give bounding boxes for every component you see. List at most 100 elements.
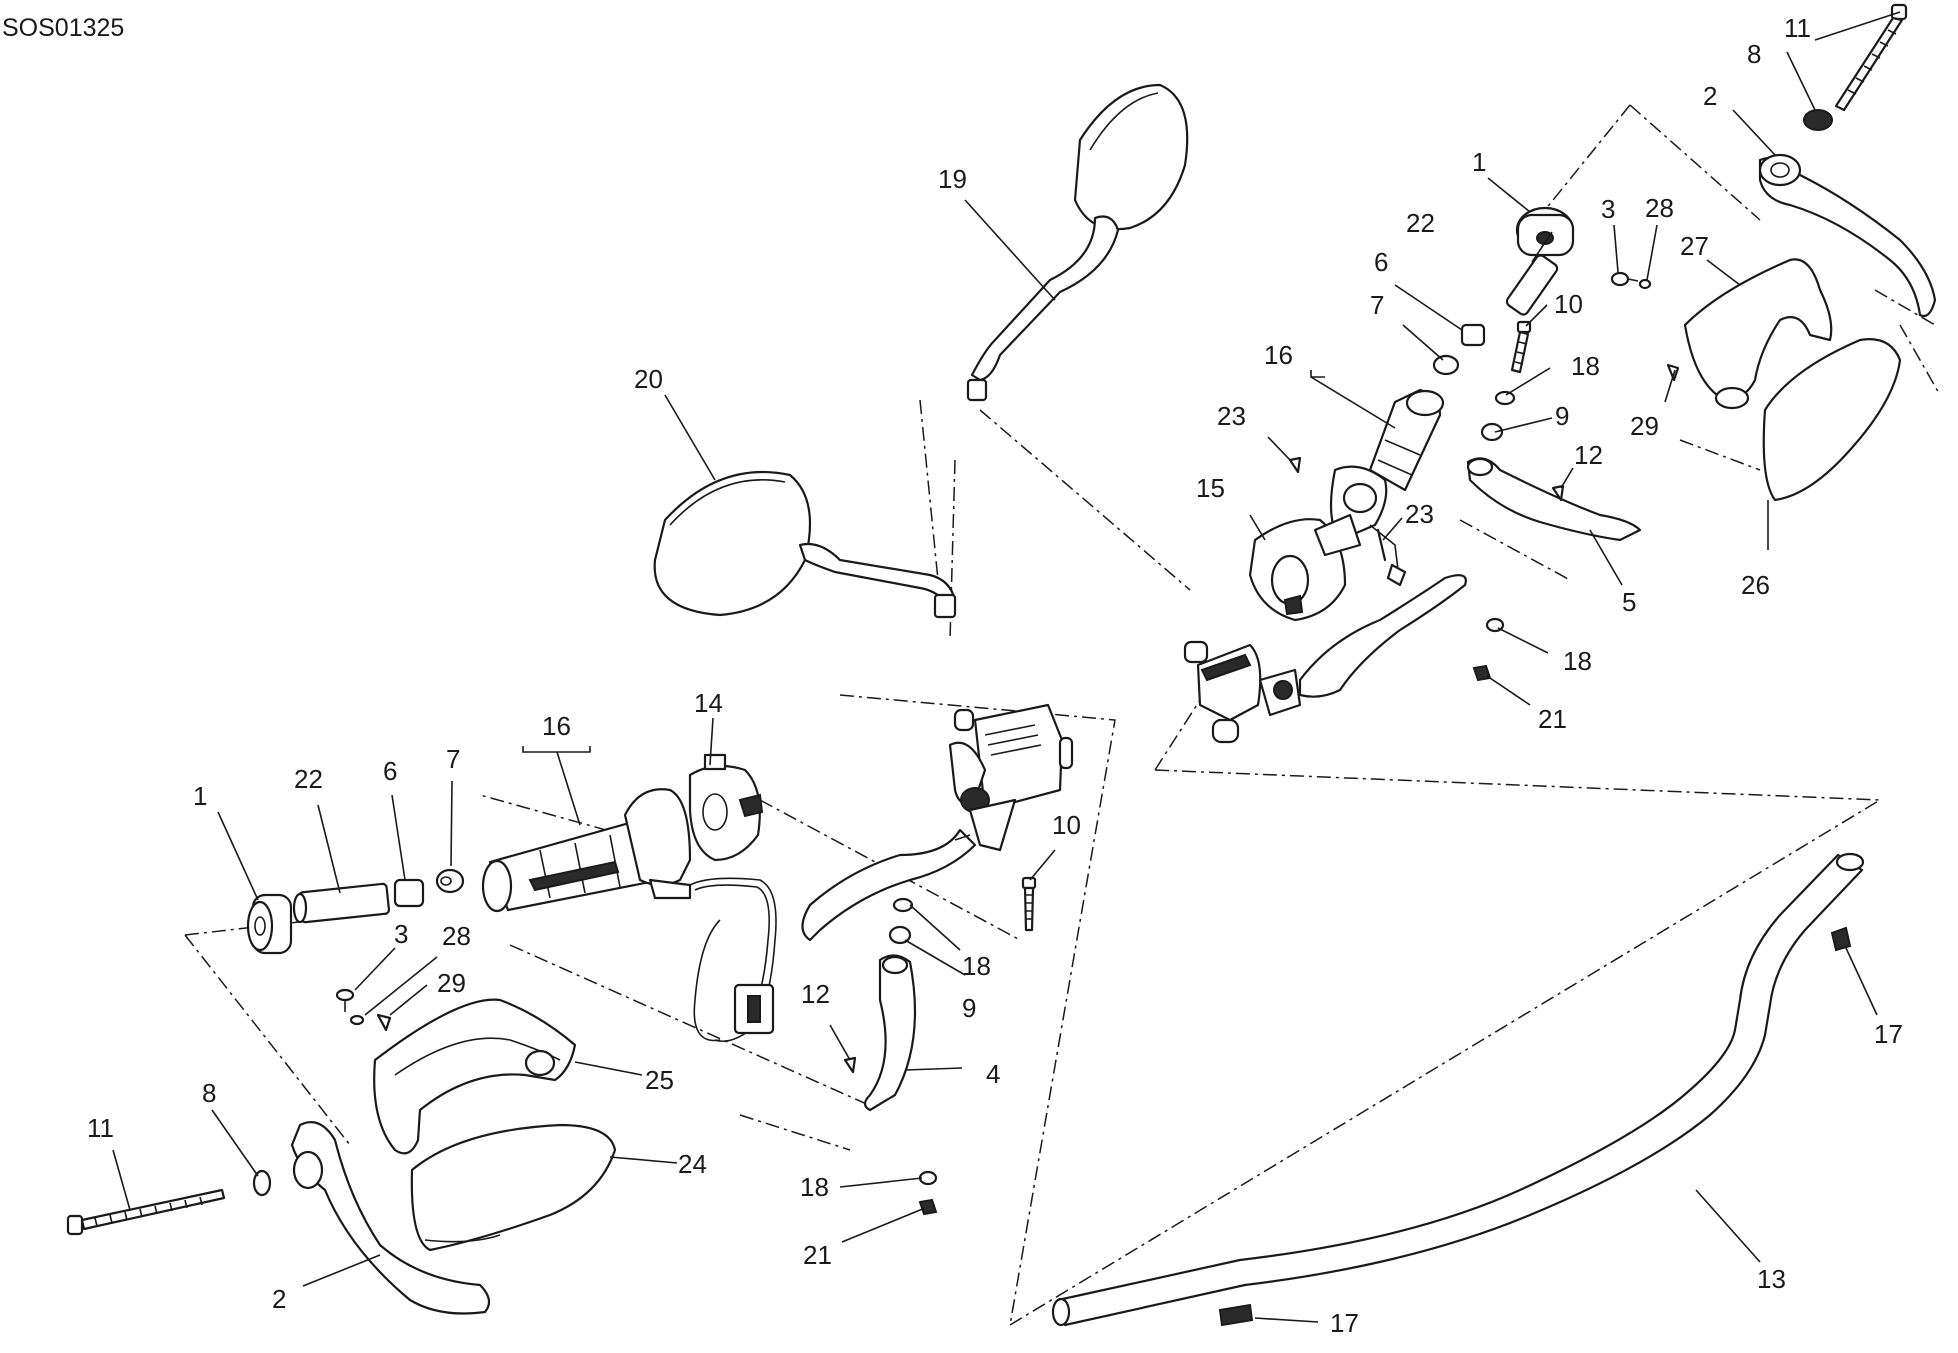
right-grip-assembly — [966, 3, 1937, 1327]
clutch-master-cylinder — [1183, 640, 1302, 744]
callout-18a-left: 18 — [962, 951, 991, 981]
callout-28-left: 28 — [442, 921, 471, 951]
callout-10-right: 10 — [1554, 289, 1583, 319]
clip-17-upper — [1830, 926, 1852, 952]
leader-lines — [112, 11, 1901, 1323]
screws-left — [335, 988, 392, 1032]
handguard-left — [373, 998, 577, 1155]
bracket-4-left — [863, 954, 917, 1112]
callout-25-left: 25 — [645, 1065, 674, 1095]
callout-1-right: 1 — [1472, 147, 1486, 177]
spacer-tube-right — [1505, 254, 1559, 316]
callout-26-right: 26 — [1741, 570, 1770, 600]
callout-12-right: 12 — [1574, 440, 1603, 470]
grip-right — [1368, 388, 1445, 492]
screw-23a-right — [1288, 456, 1302, 474]
callout-19-right: 19 — [938, 164, 967, 194]
callout-23b-right: 23 — [1405, 499, 1434, 529]
callout-12-left: 12 — [801, 979, 830, 1009]
callout-9-left: 9 — [962, 993, 976, 1023]
assembly-lines — [184, 104, 1941, 1326]
callout-3-left: 3 — [394, 919, 408, 949]
callout-18b-left: 18 — [800, 1172, 829, 1202]
bushing-right — [1460, 323, 1486, 347]
callout-16-right: 16 — [1264, 340, 1293, 370]
brake-master-cylinder — [948, 703, 1074, 852]
handguard-right — [1683, 258, 1833, 410]
bar-end-weight-right — [1515, 206, 1575, 257]
callout-10-left: 10 — [1052, 810, 1081, 840]
hand-shield-left — [410, 1123, 617, 1252]
callout-28-right: 28 — [1645, 193, 1674, 223]
handlebar — [1051, 852, 1865, 1327]
screw-12-left — [843, 1056, 857, 1074]
spacer-tube-left — [292, 882, 391, 924]
screws-right — [1610, 271, 1680, 382]
bolt-10-right — [1510, 320, 1532, 374]
callout-4-left: 4 — [986, 1059, 1000, 1089]
bolt-10-left — [1021, 876, 1037, 932]
callout-15-right: 15 — [1196, 473, 1225, 503]
nut-21-right — [1472, 664, 1492, 682]
bar-end-weight-left — [246, 893, 293, 955]
bushing-left — [393, 878, 425, 908]
callout-2-right: 2 — [1703, 81, 1717, 111]
callout-3-right: 3 — [1601, 194, 1615, 224]
callout-9-right: 9 — [1555, 401, 1569, 431]
callout-29-left: 29 — [437, 968, 466, 998]
callout-23a-right: 23 — [1217, 401, 1246, 431]
clip-right — [1432, 354, 1460, 376]
callout-17b-right: 17 — [1330, 1308, 1359, 1338]
callout-13-right: 13 — [1757, 1264, 1786, 1294]
callout-8-left: 8 — [202, 1078, 216, 1108]
lever-guard-right — [1758, 153, 1937, 318]
clutch-lever-right — [1298, 574, 1467, 698]
wiring-connector-left — [733, 983, 775, 1035]
mirror-right — [966, 83, 1189, 402]
callout-14-left: 14 — [694, 688, 723, 718]
washer-18-right — [1494, 390, 1516, 406]
washer-left — [252, 1169, 272, 1197]
brake-lever-left — [801, 828, 977, 942]
lever-guard-left — [290, 1121, 491, 1315]
callout-21-right: 21 — [1538, 704, 1567, 734]
callout-11-right: 11 — [1784, 13, 1811, 43]
screw-12-right — [1551, 484, 1565, 502]
washer-18-lower-left — [918, 1170, 938, 1186]
nut-21-left — [918, 1198, 938, 1216]
callout-17a-right: 17 — [1874, 1019, 1903, 1049]
callout-22-right: 22 — [1406, 208, 1435, 238]
callout-7-left: 7 — [446, 744, 460, 774]
callout-labels: 1 22 6 7 16 14 3 28 29 25 24 8 11 2 20 1… — [87, 13, 1903, 1338]
long-bolt-right — [1834, 3, 1908, 112]
callout-20-left: 20 — [634, 364, 663, 394]
mirror-left — [653, 470, 957, 619]
drawing-code: SOS01325 — [2, 14, 124, 42]
callout-21-left: 21 — [803, 1240, 832, 1270]
washer-9-left — [888, 925, 912, 945]
hand-shield-right — [1762, 338, 1902, 502]
throttle-housing-right — [1248, 465, 1407, 622]
callout-7-right: 7 — [1370, 290, 1384, 320]
callout-6-left: 6 — [383, 756, 397, 786]
callout-18b-right: 18 — [1563, 646, 1592, 676]
callout-29-right: 29 — [1630, 411, 1659, 441]
callout-6-right: 6 — [1374, 247, 1388, 277]
callout-1-left: 1 — [193, 781, 207, 811]
clip-left — [435, 868, 465, 894]
left-grip-assembly — [66, 470, 1074, 1315]
long-bolt-left — [66, 1188, 226, 1236]
bracket-5-right — [1466, 457, 1642, 542]
callout-2-left: 2 — [272, 1284, 286, 1314]
callout-18a-right: 18 — [1571, 351, 1600, 381]
clip-17-lower — [1218, 1303, 1254, 1327]
washer-right — [1803, 109, 1833, 131]
callout-22-left: 22 — [294, 764, 323, 794]
callout-16-left: 16 — [542, 711, 571, 741]
screw-23b-right — [1376, 528, 1387, 562]
callout-27-right: 27 — [1680, 231, 1709, 261]
callout-11-left: 11 — [87, 1113, 114, 1143]
callout-24-left: 24 — [678, 1149, 707, 1179]
washer-9-right — [1480, 422, 1504, 442]
